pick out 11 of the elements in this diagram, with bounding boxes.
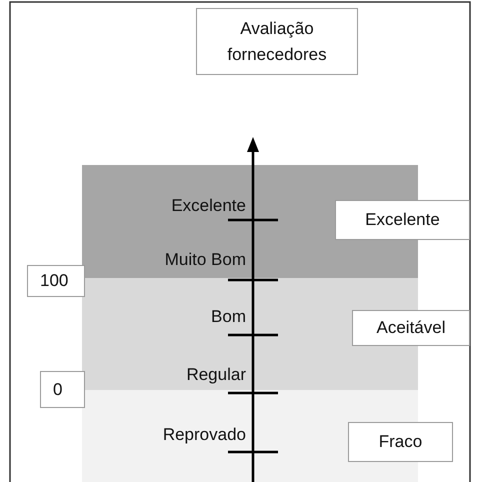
rating-box: Aceitável bbox=[352, 310, 470, 346]
title-box: Avaliação fornecedores bbox=[196, 8, 358, 75]
value-box: 0 bbox=[40, 371, 85, 408]
value-box: 100 bbox=[27, 265, 85, 297]
scale-label: Muito Bom bbox=[164, 250, 246, 270]
scale-label: Bom bbox=[211, 307, 246, 327]
rating-box: Fraco bbox=[348, 422, 453, 462]
scale-label: Regular bbox=[186, 365, 246, 385]
scale-label: Reprovado bbox=[162, 425, 246, 445]
scale-label: Excelente bbox=[171, 196, 246, 216]
rating-box: Excelente bbox=[335, 200, 470, 240]
